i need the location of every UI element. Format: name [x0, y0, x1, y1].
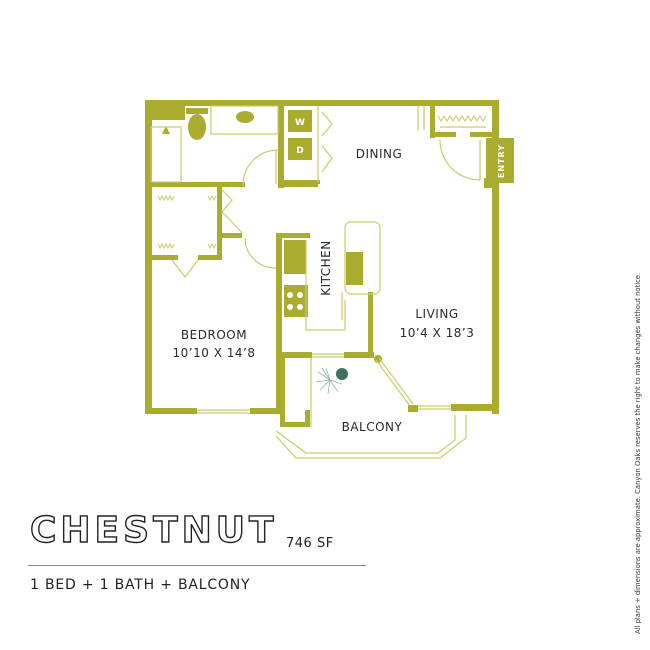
balcony-label: BALCONY: [342, 420, 403, 434]
appliance-letters: W D: [295, 118, 305, 156]
plan-name: CHESTNUT: [29, 509, 278, 551]
living-dimensions: 10’4 X 18’3: [400, 326, 475, 340]
disclaimer: All plans + dimensions are approximate. …: [634, 272, 642, 634]
kitchen-label: KITCHEN: [319, 240, 333, 296]
plan-summary: 1 BED + 1 BATH + BALCONY: [30, 577, 251, 593]
stove-burners: [287, 292, 303, 310]
washer-label: W: [295, 118, 305, 128]
bedroom-dimensions: 10’10 X 14’8: [173, 346, 256, 360]
living-label: LIVING: [415, 307, 458, 321]
closet-rods: [157, 115, 487, 250]
dining-label: DINING: [356, 147, 403, 161]
room-labels: DINING KITCHEN LIVING 10’4 X 18’3 BEDROO…: [173, 144, 506, 434]
bedroom-label: BEDROOM: [181, 328, 247, 342]
dryer-label: D: [296, 146, 303, 156]
plant-icon: [315, 367, 348, 395]
walls: [145, 100, 514, 427]
entry-label: ENTRY: [497, 144, 506, 178]
divider: [28, 565, 366, 566]
square-footage: 746 SF: [286, 536, 334, 551]
thin-lines: [150, 105, 486, 459]
